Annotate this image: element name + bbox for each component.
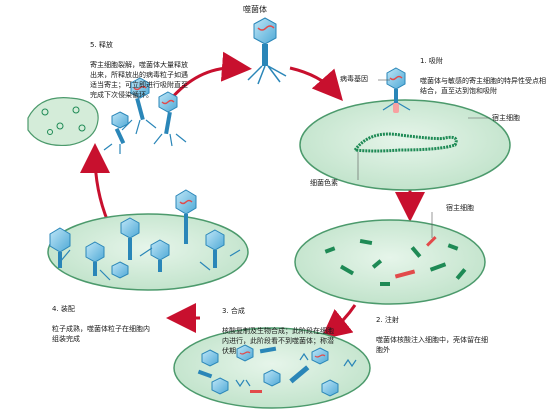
step3-text: 核酸复制及生物合成；此阶段在细胞内进行，此阶段看不到噬菌体；称潜伏期 (222, 327, 334, 355)
step5-text: 寄主细胞裂解，噬菌体大量释放出来，所释放出的病毒粒子如遇适当寄主；可立即进行吸附… (90, 61, 188, 99)
step4-block: 4. 装配 粒子成熟，噬菌体粒子在细胞内组装完成 (52, 294, 154, 354)
step5-heading: 5. 释放 (90, 41, 113, 49)
free-phage (247, 17, 287, 85)
step1-heading: 1. 吸附 (420, 57, 443, 65)
step4-text: 粒子成熟，噬菌体粒子在细胞内组装完成 (52, 325, 150, 343)
label-bacterial-chromosome: 细菌色素 (310, 179, 338, 187)
cycle-arrow-injection-to-synthesis (320, 304, 357, 340)
released-phages (103, 77, 187, 154)
step2-block: 2. 注射 噬菌体核酸注入细胞中，壳体留在细胞外 (376, 305, 488, 365)
step3-block: 3. 合成 核酸复制及生物合成；此阶段在细胞内进行，此阶段看不到噬菌体；称潜伏期 (222, 296, 340, 366)
label-viral-gene: 病毒基因 (340, 75, 368, 83)
lysed-cell-debris (27, 97, 99, 147)
step4-heading: 4. 装配 (52, 305, 75, 313)
injection-cell (294, 219, 486, 305)
synthesis-cell (173, 327, 371, 409)
assembly-cell (47, 189, 249, 291)
adsorption-cell (299, 67, 511, 191)
label-host-cell-1: 宿主细胞 (492, 114, 520, 122)
cycle-arrow-assembly-to-release (80, 143, 111, 223)
diagram-title: 噬菌体 (243, 5, 267, 14)
cycle-arrow-phage-to-adsorption (289, 66, 343, 101)
step1-block: 1. 吸附 噬菌体与敏感的寄主细胞的特异性受点相结合，直至达到饱和吸附 (420, 46, 552, 106)
label-host-cell-2: 宿主细胞 (446, 204, 474, 212)
step1-text: 噬菌体与敏感的寄主细胞的特异性受点相结合，直至达到饱和吸附 (420, 77, 546, 95)
cycle-arrow-release-to-phage (168, 51, 252, 101)
step5-block: 5. 释放 寄主细胞裂解，噬菌体大量释放出来，所释放出的病毒粒子如遇适当寄主；可… (90, 30, 190, 110)
bacterial-chromosome (353, 132, 458, 153)
step2-heading: 2. 注射 (376, 316, 399, 324)
step3-heading: 3. 合成 (222, 307, 245, 315)
step2-text: 噬菌体核酸注入细胞中，壳体留在细胞外 (376, 336, 488, 354)
